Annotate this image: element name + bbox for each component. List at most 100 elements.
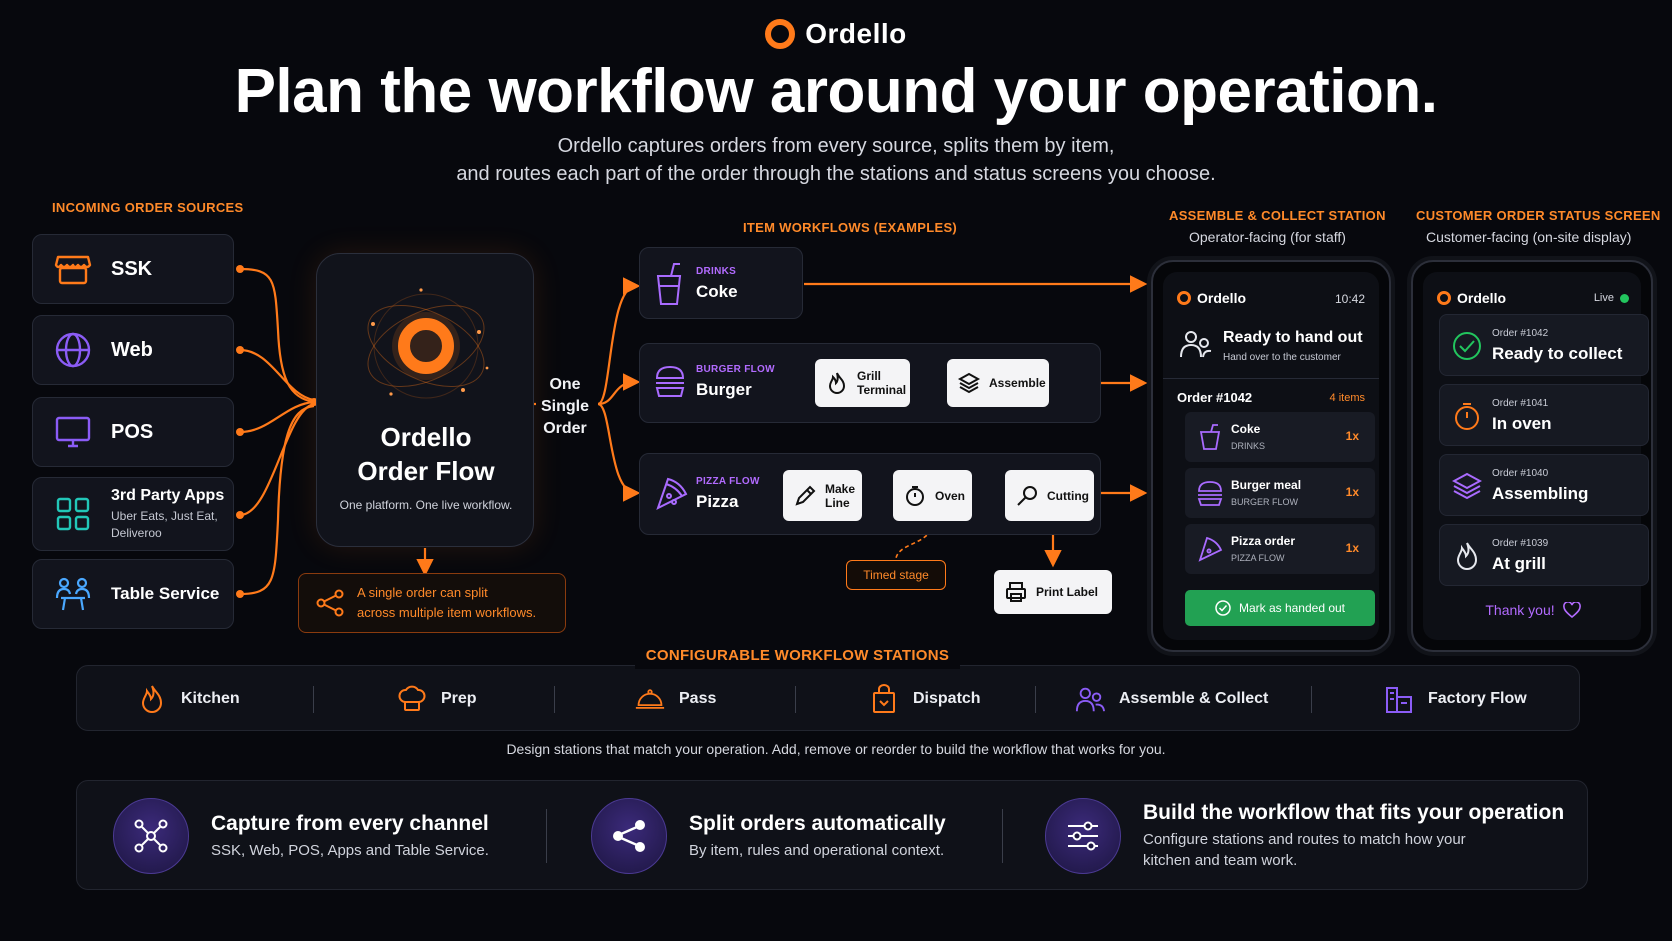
sources-label: INCOMING ORDER SOURCES [52, 200, 244, 215]
drink-cup-icon [656, 263, 682, 305]
order-flow-title-line-2: Order Flow [357, 456, 495, 486]
assemble-label: ASSEMBLE & COLLECT STATION [1169, 208, 1386, 223]
benefit-desc-line-2: kitchen and team work. [1143, 852, 1298, 869]
assemble-screen: Ordello 10:42 Ready to hand out Hand ove… [1163, 272, 1379, 640]
factory-icon [1386, 687, 1412, 713]
status-card: Order #1039 At grill [1439, 524, 1649, 586]
step-label: Oven [935, 488, 966, 503]
source-label: Table Service [111, 584, 220, 603]
station-label: Dispatch [913, 690, 981, 707]
flame-icon [141, 685, 163, 713]
source-pos: POS [32, 397, 234, 467]
step-label: Cutting [1047, 488, 1089, 503]
split-note: A single order can split across multiple… [298, 573, 566, 633]
benefit-icon-circle [113, 798, 189, 874]
ordello-logo-icon [1177, 291, 1191, 305]
order-item-count: 4 items [1329, 392, 1365, 404]
benefit-icon-circle [1045, 798, 1121, 874]
station-label: Kitchen [181, 690, 240, 707]
pizza-slice-icon [656, 477, 688, 510]
benefit-desc-line-1: Configure stations and routes to match h… [1143, 831, 1466, 848]
benefit-split: Split orders automatically By item, rule… [591, 781, 946, 891]
workflow-kind: BURGER FLOW [696, 364, 775, 375]
ready-subtitle: Hand over to the customer [1223, 352, 1341, 363]
device-time: 10:42 [1334, 292, 1365, 306]
workflow-kind: PIZZA FLOW [696, 476, 760, 487]
one-single-order-label: One Single Order [534, 374, 596, 440]
benefit-desc: SSK, Web, POS, Apps and Table Service. [211, 841, 489, 859]
customer-sub: Customer-facing (on-site display) [1426, 229, 1632, 245]
station-label: Assemble & Collect [1119, 690, 1269, 707]
cloche-icon [635, 689, 665, 709]
burger-icon [655, 365, 685, 397]
handover-people-icon [1180, 331, 1212, 358]
sliders-icon [1068, 821, 1098, 851]
line-item-qty: 1x [1345, 541, 1359, 555]
subtitle-line-1: Ordello captures orders from every sourc… [557, 135, 1115, 157]
station-label: Pass [679, 690, 717, 707]
step-assemble: Assemble [947, 359, 1049, 407]
check-circle-icon [1453, 332, 1481, 360]
station-assemble-collect: Assemble & Collect [1075, 666, 1268, 732]
source-table-service: Table Service [32, 559, 234, 629]
step-label: Assemble [989, 376, 1046, 390]
brand-header: Ordello [0, 18, 1672, 50]
workflows-label: ITEM WORKFLOWS (EXAMPLES) [743, 220, 958, 235]
device-brand: Ordello [1437, 290, 1506, 306]
mark-handed-out-button[interactable]: Mark as handed out [1185, 590, 1375, 626]
split-note-line-1: A single order can split [357, 585, 488, 600]
station-label: Prep [441, 690, 477, 707]
order-flow-tagline: One platform. One live workflow. [339, 498, 513, 512]
benefit-build: Build the workflow that fits your operat… [1045, 781, 1564, 891]
source-third-party: 3rd Party Apps Uber Eats, Just Eat, Deli… [32, 477, 234, 551]
workflow-item: Coke [696, 282, 738, 301]
workflow-item: Pizza [696, 492, 739, 511]
benefit-desc: By item, rules and operational context. [689, 841, 945, 859]
status-order: Order #1042 [1492, 328, 1549, 339]
station-factory-flow: Factory Flow [1384, 666, 1527, 732]
status-text: At grill [1492, 554, 1546, 573]
customer-screen: Ordello Live Order #1042 Ready to collec… [1423, 272, 1649, 640]
workflow-item: Burger [696, 380, 752, 399]
station-label: Factory Flow [1428, 690, 1527, 707]
orbit-logo-icon [367, 288, 489, 399]
step-make-line: Make Line [783, 470, 862, 521]
benefit-title: Build the workflow that fits your operat… [1143, 801, 1565, 824]
live-dot-icon [1620, 293, 1629, 303]
assemble-device: Ordello 10:42 Ready to hand out Hand ove… [1151, 260, 1391, 652]
step-grill-terminal: Grill Terminal [815, 359, 910, 407]
divider [1163, 378, 1379, 379]
station-divider [1311, 686, 1312, 713]
assemble-sub: Operator-facing (for staff) [1189, 229, 1346, 245]
station-dispatch: Dispatch [869, 666, 981, 732]
pizza-slice-icon [1198, 536, 1223, 562]
benefit-divider [1002, 809, 1003, 863]
customer-label: CUSTOMER ORDER STATUS SCREEN [1416, 208, 1661, 223]
benefit-capture: Capture from every channel SSK, Web, POS… [113, 781, 489, 891]
order-line-item: Burger meal BURGER FLOW 1x [1185, 468, 1375, 518]
split-note-line-2: across multiple item workflows. [357, 605, 537, 620]
station-prep: Prep [397, 666, 477, 732]
source-detail: Uber Eats, Just Eat, Deliveroo [111, 508, 218, 540]
status-order: Order #1040 [1492, 468, 1549, 479]
line-item-qty: 1x [1345, 485, 1359, 499]
globe-icon [55, 332, 91, 368]
step-oven: Oven [893, 470, 972, 521]
line-item-qty: 1x [1345, 429, 1359, 443]
layers-icon [1452, 472, 1482, 500]
live-indicator: Live [1594, 292, 1629, 304]
timer-icon [906, 485, 924, 506]
station-divider [313, 686, 314, 713]
status-text: In oven [1492, 414, 1552, 433]
page-subtitle: Ordello captures orders from every sourc… [0, 132, 1672, 188]
one-single-order-line-2: Single [540, 398, 589, 415]
drink-cup-icon [1199, 424, 1221, 450]
step-label: Line [825, 495, 850, 510]
page-title: Plan the workflow around your operation. [234, 57, 1438, 126]
line-item-flow: BURGER FLOW [1231, 497, 1299, 507]
order-number: Order #1042 [1177, 390, 1253, 405]
status-order: Order #1041 [1492, 398, 1549, 409]
source-label: Web [111, 338, 153, 361]
one-single-order-line-1: One [549, 376, 581, 393]
step-label: Grill [857, 369, 882, 383]
